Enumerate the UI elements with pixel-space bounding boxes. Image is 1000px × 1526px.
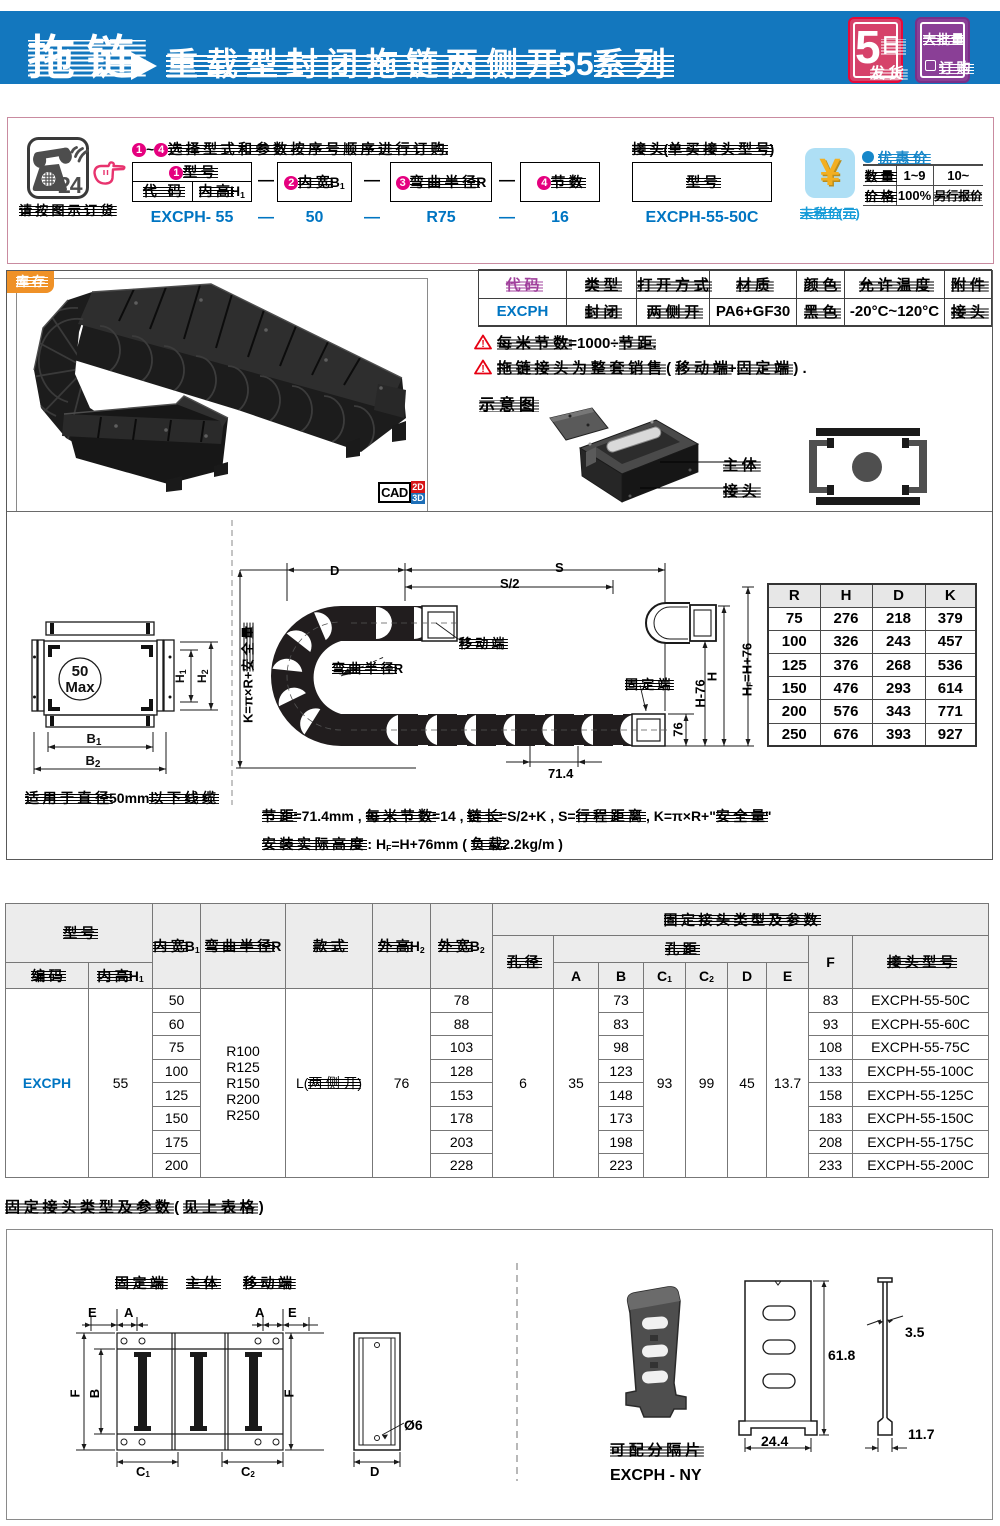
svg-text:B2: B2	[86, 753, 101, 770]
svg-text:!: !	[481, 339, 484, 350]
svg-text:Max: Max	[65, 679, 95, 696]
svg-text:B1: B1	[87, 731, 102, 748]
svg-text:50: 50	[72, 663, 89, 680]
svg-text:!: !	[481, 364, 484, 375]
svg-text:H1: H1	[173, 669, 188, 683]
svg-text:H2: H2	[195, 669, 210, 683]
svg-text:24: 24	[58, 172, 83, 198]
